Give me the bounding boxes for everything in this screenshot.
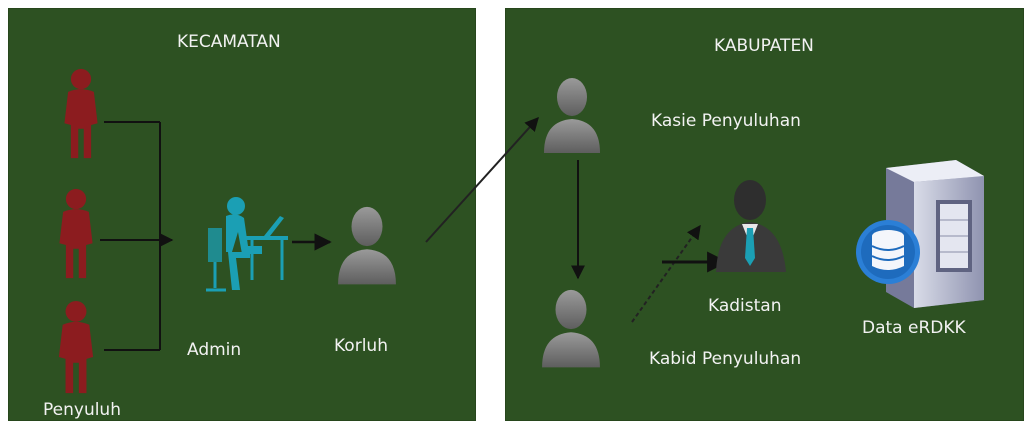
korluh-to-kasie-arrow bbox=[425, 116, 539, 243]
penyuluh-icon-3 bbox=[58, 300, 94, 394]
kecamatan-title: KECAMATAN bbox=[177, 32, 281, 52]
korluh-label: Korluh bbox=[334, 336, 388, 356]
penyuluh-label: Penyuluh bbox=[43, 400, 121, 420]
kasie-label: Kasie Penyuluhan bbox=[651, 111, 801, 131]
penyuluh-icon-2 bbox=[59, 188, 93, 279]
admin-label: Admin bbox=[187, 340, 242, 360]
admin-icon bbox=[206, 197, 288, 292]
kadistan-icon bbox=[716, 180, 786, 272]
korluh-icon bbox=[338, 206, 396, 285]
kabupaten-title: KABUPATEN bbox=[714, 36, 814, 56]
kabid-label: Kabid Penyuluhan bbox=[649, 349, 802, 369]
kabid-to-kadistan-arrow bbox=[631, 224, 701, 323]
kabid-icon bbox=[542, 289, 600, 368]
database-server-icon bbox=[856, 160, 984, 308]
kadistan-label: Kadistan bbox=[708, 296, 782, 316]
data-erdkk-label: Data eRDKK bbox=[862, 318, 966, 338]
kasie-icon bbox=[544, 78, 600, 153]
penyuluh-bracket bbox=[100, 121, 174, 351]
penyuluh-icon-1 bbox=[64, 68, 98, 159]
